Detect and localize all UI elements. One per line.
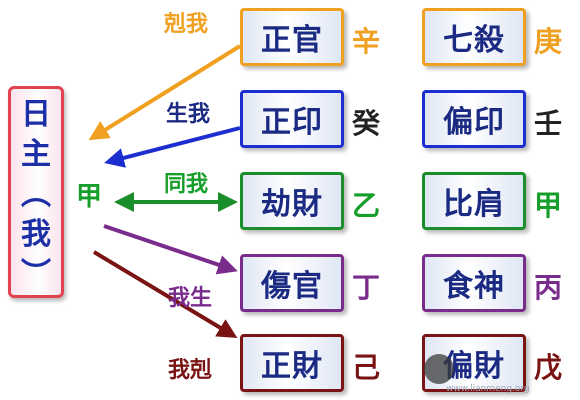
stem-ji: 己 xyxy=(351,351,380,384)
god-zheng-guan: 正官 xyxy=(240,8,344,66)
ke-wo-arrow xyxy=(88,44,242,141)
center-stem: 甲 xyxy=(75,182,102,212)
label-wo-sheng: 我生 xyxy=(168,286,213,311)
day-master-char: 主 xyxy=(21,137,51,172)
god-jie-cai: 劫財 xyxy=(240,172,344,230)
god-shi-shen: 食神 xyxy=(422,254,526,312)
god-pian-yin: 偏印 xyxy=(422,90,526,148)
label-wo-ke: 我剋 xyxy=(168,358,213,383)
god-bi-jian: 比肩 xyxy=(422,172,526,230)
stem-gui: 癸 xyxy=(351,107,380,140)
stem-bing: 丙 xyxy=(533,271,562,304)
stem-ding: 丁 xyxy=(351,271,380,304)
god-zheng-cai: 正財 xyxy=(240,334,344,392)
god-zheng-yin: 正印 xyxy=(240,90,344,148)
stem-wu: 戊 xyxy=(533,351,562,384)
sheng-wo-arrow xyxy=(104,126,241,168)
day-master-char: ︵ xyxy=(21,177,51,212)
label-ke-wo: 剋我 xyxy=(164,12,209,37)
wo-sheng-arrow xyxy=(103,224,238,275)
god-qi-sha: 七殺 xyxy=(422,8,526,66)
stem-yi: 乙 xyxy=(351,189,380,222)
day-master-box: 日 主 ︵ 我 ︶ xyxy=(8,86,64,298)
wo-ke-arrow xyxy=(92,250,238,339)
stem-xin: 辛 xyxy=(351,25,380,58)
god-shang-guan: 傷官 xyxy=(240,254,344,312)
stem-jia: 甲 xyxy=(533,189,562,222)
hat-figure-icon xyxy=(424,354,454,384)
watermark-url: www.lianmeng.org xyxy=(446,384,530,394)
stem-geng: 庚 xyxy=(533,25,562,58)
label-sheng-wo: 生我 xyxy=(166,102,211,127)
stem-ren: 壬 xyxy=(533,107,562,140)
day-master-char: 我 xyxy=(21,217,51,252)
day-master-char: ︶ xyxy=(21,257,51,292)
label-tong-wo: 同我 xyxy=(164,172,209,197)
day-master-char: 日 xyxy=(21,97,51,132)
